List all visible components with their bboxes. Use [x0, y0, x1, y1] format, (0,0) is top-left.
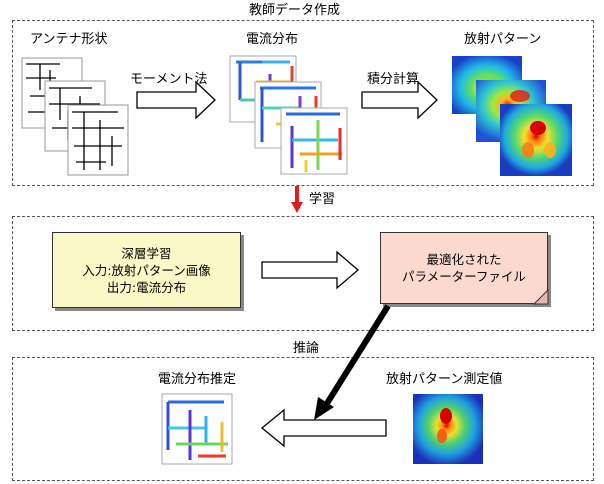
parameter-file-line2: パラメーターファイル — [402, 269, 526, 284]
deep-learning-box: 深層学習 入力:放射パターン画像 出力:電流分布 — [52, 232, 241, 308]
section-inference — [12, 357, 594, 481]
section-learning — [12, 216, 594, 331]
section-title-training-data: 教師データ作成 — [246, 3, 344, 19]
radiation-pattern-label: 放射パターン — [464, 32, 542, 47]
moment-method-label: モーメント法 — [130, 72, 208, 87]
pattern-sheet-3 — [500, 104, 572, 176]
section-title-learning: 学習 — [306, 192, 339, 208]
antenna-sheet-3 — [67, 104, 129, 176]
current-distribution-label: 電流分布 — [246, 32, 299, 47]
deep-learning-title: 深層学習 — [121, 245, 172, 261]
deep-learning-input: 入力:放射パターン画像 — [82, 262, 211, 278]
deep-learning-output: 出力:電流分布 — [106, 279, 187, 295]
parameter-file-box: 最適化された パラメーターファイル — [380, 232, 548, 304]
current-sheet-3 — [280, 107, 348, 175]
parameter-file-line1: 最適化された — [426, 252, 502, 267]
current-estimate-label: 電流分布推定 — [158, 372, 237, 387]
antenna-shape-label: アンテナ形状 — [30, 32, 108, 47]
measured-pattern-label: 放射パターン測定値 — [386, 372, 503, 387]
integration-label: 積分計算 — [367, 72, 420, 87]
section-training-data — [12, 20, 594, 186]
section-title-inference: 推論 — [290, 341, 323, 357]
